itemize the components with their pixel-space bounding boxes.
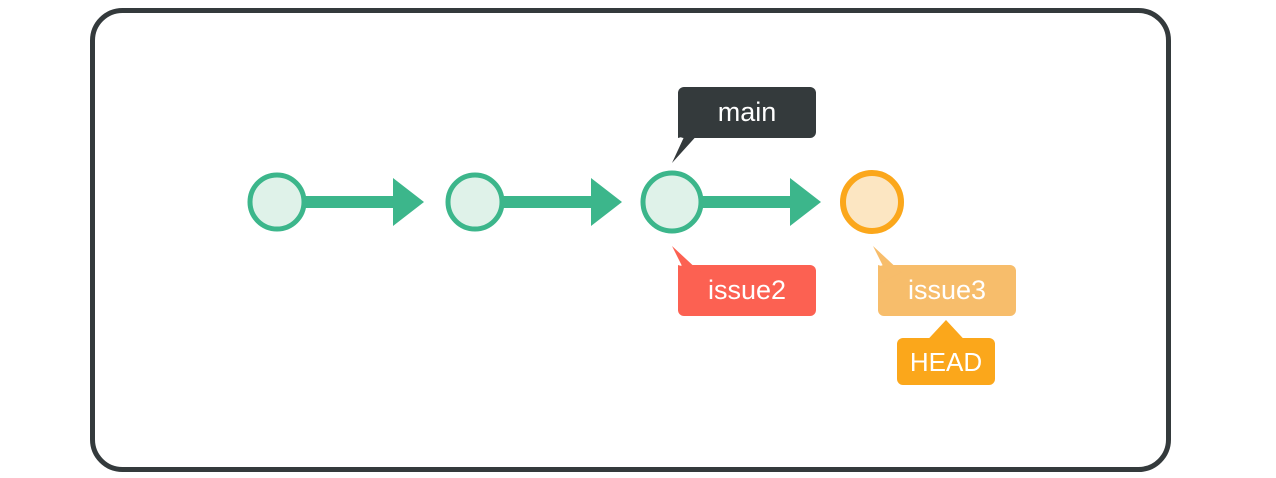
commit-node-1[interactable] <box>247 172 307 232</box>
arrow-commit1-commit2 <box>300 178 424 226</box>
commit-node-2[interactable] <box>445 172 505 232</box>
head-pointer-bubble[interactable] <box>897 320 995 385</box>
arrow-commit3-commit4 <box>697 178 821 226</box>
branch-label-issue2-bubble[interactable] <box>672 246 816 316</box>
branch-label-main-bubble[interactable] <box>672 87 816 163</box>
branch-label-issue3-bubble[interactable] <box>873 246 1016 316</box>
arrow-commit2-commit3 <box>498 178 622 226</box>
commit-node-4[interactable] <box>840 170 904 234</box>
commit-node-3[interactable] <box>640 170 704 234</box>
rounded-border-frame <box>90 8 1171 472</box>
